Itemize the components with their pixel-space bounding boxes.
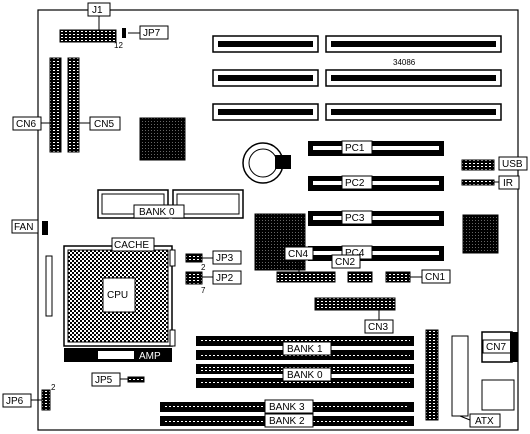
jp5-label: JP5 (95, 375, 113, 386)
jp5-jumper: JP5 (91, 372, 145, 387)
jp6-label: JP6 (6, 396, 24, 407)
cache-bank: BANK 0 (97, 189, 244, 219)
jp3-label: JP3 (216, 253, 234, 264)
isa-slots: 34086 (212, 35, 502, 121)
ir-header: IR (461, 175, 520, 190)
cn5-label: CN5 (94, 119, 114, 130)
cn1-label: CN1 (425, 272, 445, 283)
j1-header: J1 12 (59, 2, 123, 50)
rear-port (481, 379, 515, 411)
cn3-label: CN3 (368, 322, 388, 333)
cpu-socket: CPU CACHE AMP (45, 237, 176, 362)
pc1-label: PC1 (345, 143, 365, 154)
cn4-connector: CN4 (276, 246, 336, 283)
fan-label: FAN (14, 222, 33, 233)
cn6-label: CN6 (16, 119, 36, 130)
cn6-connector: CN6 (12, 57, 62, 153)
bank0-label: BANK 0 (287, 370, 323, 381)
cn7-connector: CN7 (481, 331, 518, 363)
jp3-jumper: JP3 2 (185, 250, 242, 272)
ir-label: IR (503, 178, 513, 189)
jp6-jumper: JP6 2 (2, 383, 56, 411)
cn5-connector: CN5 (67, 57, 121, 153)
cn4-label: CN4 (288, 249, 308, 260)
amp-label: AMP (139, 351, 161, 362)
board-id-label: 34086 (393, 58, 416, 67)
bank3-label: BANK 3 (269, 402, 305, 413)
cache-label: CACHE (114, 240, 149, 251)
pci-slots: PC1 PC2 PC3 PC4 (308, 140, 444, 261)
cn7-label: CN7 (486, 342, 506, 353)
power-connector-strip-a (425, 329, 439, 421)
cn2-label: CN2 (335, 257, 355, 268)
atx-connector-label: ATX (459, 413, 501, 428)
dram-bank-lower: BANK 3 BANK 2 (160, 399, 414, 428)
pc2-label: PC2 (345, 178, 365, 189)
jp7-label: JP7 (143, 28, 161, 39)
battery (242, 142, 291, 184)
usb-header: USB (461, 156, 528, 171)
jp2-pin-7: 7 (201, 286, 206, 295)
fan-header: FAN (11, 219, 48, 235)
bank1-label: BANK 1 (287, 344, 323, 355)
dram-bank-upper: BANK 1 BANK 0 (196, 336, 414, 388)
cpu-label: CPU (107, 290, 128, 301)
bank2-label: BANK 2 (269, 416, 305, 427)
usb-label: USB (502, 159, 523, 170)
pc3-label: PC3 (345, 213, 365, 224)
cn1-connector: CN1 (385, 269, 451, 284)
io-chip (462, 214, 499, 254)
jp2-jumper: JP2 7 (185, 270, 242, 295)
pc4-label: PC4 (345, 248, 365, 259)
cache-bank0-label: BANK 0 (139, 207, 175, 218)
atx-label: ATX (475, 416, 494, 427)
cn3-connector: CN3 (314, 297, 396, 334)
power-connector-strip-b (451, 335, 469, 417)
chipset-chip-top (139, 117, 186, 161)
jp6-pin-2: 2 (51, 383, 56, 392)
pin-12-label: 12 (114, 41, 123, 50)
cache-chip (254, 213, 306, 271)
jp3-pin-2: 2 (201, 263, 206, 272)
j1-label: J1 (92, 5, 103, 16)
jp7-jumper: JP7 (122, 25, 169, 40)
cn2-connector: CN2 (331, 254, 373, 283)
jp2-label: JP2 (216, 273, 234, 284)
